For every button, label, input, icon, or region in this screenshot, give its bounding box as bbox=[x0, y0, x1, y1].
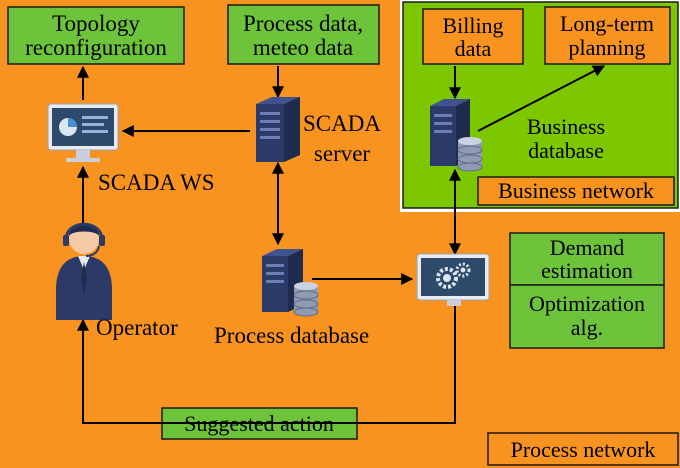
scada-server-label-line2: server bbox=[314, 141, 371, 166]
billing-label-line1: Billing bbox=[442, 13, 503, 38]
billing-label-line2: data bbox=[455, 36, 492, 61]
business-network-title: Business network bbox=[498, 178, 654, 203]
optimizer-monitor-icon bbox=[416, 253, 490, 306]
process-data-box bbox=[227, 4, 380, 65]
topology-label-line2: reconfiguration bbox=[25, 35, 167, 60]
process-network-title: Process network bbox=[511, 437, 656, 462]
business-network-title-box bbox=[477, 176, 675, 206]
long-term-box bbox=[544, 6, 671, 65]
arrow-optimizer-to-operator bbox=[77, 305, 456, 424]
scada-ws-label: SCADA WS bbox=[98, 170, 215, 195]
labels: Topology reconfiguration Process data, m… bbox=[25, 11, 655, 462]
operator-label: Operator bbox=[96, 315, 178, 340]
demand-label-line2: estimation bbox=[541, 258, 633, 283]
process-network-title-box bbox=[487, 432, 679, 466]
process-data-label-line1: Process data, bbox=[243, 11, 363, 36]
long-term-label-line1: Long-term bbox=[560, 11, 654, 36]
topology-label-line1: Topology bbox=[52, 11, 140, 36]
suggested-action-label: Suggested action bbox=[184, 411, 334, 436]
topology-box bbox=[7, 6, 185, 65]
billing-box bbox=[422, 8, 524, 65]
long-term-label-line2: planning bbox=[569, 35, 646, 60]
demand-box bbox=[509, 232, 665, 286]
scada-server-icon bbox=[256, 97, 300, 162]
business-database-label-line2: database bbox=[528, 138, 604, 163]
connectors bbox=[77, 65, 606, 424]
optimization-box bbox=[509, 284, 665, 349]
optimization-label-line2: alg. bbox=[571, 315, 603, 340]
optimization-label-line1: Optimization bbox=[529, 291, 645, 316]
process-database-icon bbox=[262, 249, 319, 317]
arrow-business-db-to-long-term bbox=[477, 65, 606, 132]
business-database-label-line1: Business bbox=[527, 114, 605, 139]
process-database-label: Process database bbox=[214, 323, 369, 348]
demand-label-line1: Demand bbox=[550, 235, 625, 260]
scada-server-label-line1: SCADA bbox=[303, 111, 381, 136]
scada-ws-monitor-icon bbox=[47, 103, 119, 162]
business-database-icon bbox=[430, 99, 483, 172]
operator-headset-icon bbox=[56, 222, 112, 320]
process-data-label-line2: meteo data bbox=[253, 35, 353, 60]
